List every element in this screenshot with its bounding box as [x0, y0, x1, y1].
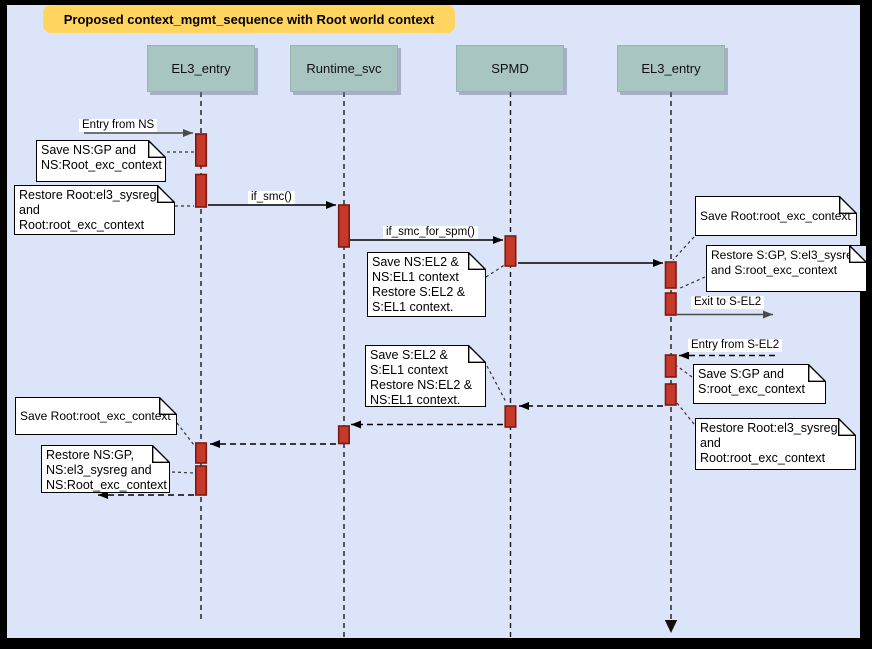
note-fold-icon — [808, 363, 827, 382]
note-text: Save NS:GP and NS:Root_exc_context — [41, 143, 162, 172]
lifeline-label: EL3_entry — [641, 61, 701, 76]
note-text: Restore Root:el3_sysreg and Root:root_ex… — [19, 188, 157, 232]
message-label-exit-to-s-el2: Exit to S-EL2 — [691, 296, 765, 309]
diagram-title: Proposed context_mgmt_sequence with Root… — [43, 5, 455, 33]
note-text: Save Root:root_exc_context — [700, 208, 851, 223]
note: Save Root:root_exc_context — [695, 195, 858, 236]
note-fold-icon — [152, 444, 171, 463]
note: Save S:EL2 & S:EL1 context Restore NS:EL… — [365, 344, 487, 407]
note-fold-icon — [157, 184, 176, 203]
lifeline-header-spmd: SPMD — [456, 45, 564, 92]
note: Save S:GP and S:root_exc_context — [693, 363, 827, 404]
note-text: Restore S:GP, S:el3_sysreg and S:root_ex… — [711, 248, 860, 277]
message-label-if-smc: if_smc() — [248, 191, 295, 204]
message-label-entry-from-ns: Entry from NS — [79, 119, 158, 132]
note-fold-icon — [849, 246, 866, 263]
note: Save NS:EL2 & NS:EL1 context Restore S:E… — [367, 251, 487, 317]
note-text: Save S:EL2 & S:EL1 context Restore NS:EL… — [370, 348, 473, 407]
lifeline-header-el3-entry-1: EL3_entry — [147, 45, 255, 92]
note-text: Save NS:EL2 & NS:EL1 context Restore S:E… — [372, 255, 466, 314]
note-fold-icon — [148, 139, 167, 158]
lifeline-header-runtime-svc: Runtime_svc — [290, 45, 398, 92]
note-fold-icon — [159, 396, 178, 415]
note-text: Save S:GP and S:root_exc_context — [698, 367, 806, 396]
note-fold-icon — [838, 417, 857, 436]
note-text: Restore Root:el3_sysreg and Root:root_ex… — [700, 421, 838, 465]
lifeline-label: SPMD — [491, 61, 529, 76]
note-fold-icon — [468, 251, 487, 270]
note: Restore S:GP, S:el3_sysreg and S:root_ex… — [706, 245, 867, 292]
note: Save NS:GP and NS:Root_exc_context — [36, 139, 167, 182]
message-label-if-smc-for-spm: if_smc_for_spm() — [383, 226, 478, 239]
lifeline-label: Runtime_svc — [306, 61, 382, 76]
message-label-entry-from-s-el2: Entry from S-EL2 — [688, 339, 783, 352]
note-fold-icon — [468, 344, 487, 363]
note-text: Save Root:root_exc_context — [20, 408, 171, 423]
note: Restore NS:GP, NS:el3_sysreg and NS:Root… — [41, 444, 171, 493]
note: Save Root:root_exc_context — [15, 396, 178, 435]
lifeline-label: EL3_entry — [171, 61, 231, 76]
note: Restore Root:el3_sysreg and Root:root_ex… — [14, 184, 176, 235]
note: Restore Root:el3_sysreg and Root:root_ex… — [695, 417, 857, 470]
note-fold-icon — [839, 195, 858, 214]
diagram-canvas — [7, 5, 860, 638]
lifeline-header-el3-entry-2: EL3_entry — [617, 45, 725, 92]
note-text: Restore NS:GP, NS:el3_sysreg and NS:Root… — [46, 448, 167, 492]
